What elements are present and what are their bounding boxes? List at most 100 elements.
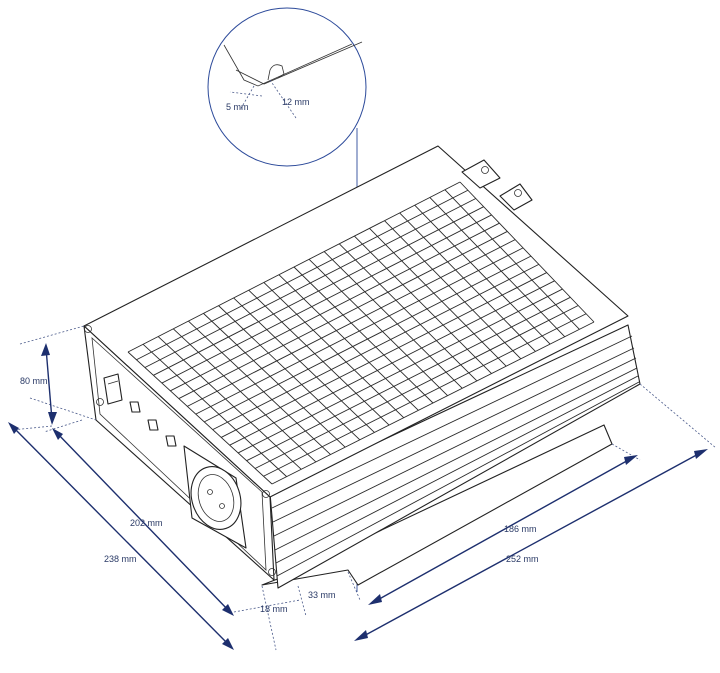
indicator-led-3	[165, 435, 177, 447]
inverter-housing	[83, 145, 641, 589]
mounting-hole-rear	[481, 166, 489, 174]
heatsink-fin	[399, 212, 536, 352]
detail-dim-guides	[229, 79, 297, 119]
heatsink-ridge	[187, 239, 516, 407]
heatsink-ridge	[153, 206, 484, 376]
detail-slot	[267, 64, 285, 81]
heatsink-ridge	[161, 214, 492, 384]
depth-inner-dimension-line	[55, 431, 231, 613]
screw-bottom-right	[268, 568, 276, 576]
indicator-led-2	[147, 419, 159, 431]
side-fins	[271, 335, 640, 577]
length-outer-arrow-start	[354, 630, 368, 641]
ac-outlet-pin-1	[207, 489, 213, 495]
mounting-tab-rear	[461, 159, 501, 189]
heatsink-ridge	[237, 288, 563, 454]
length-inner-arrow-start	[368, 594, 382, 605]
label-length-outer: 252 mm	[506, 554, 539, 564]
heatsink-ridge	[212, 263, 540, 431]
depth-extension-lines	[11, 419, 83, 433]
offset-extension-lines	[233, 571, 361, 651]
heatsink-fins	[127, 181, 595, 485]
magnifier-circle	[207, 7, 367, 167]
heatsink-fin	[157, 336, 302, 470]
heatsink-fin	[293, 266, 434, 404]
screw-top-right	[262, 490, 270, 498]
length-outer-arrow-end	[694, 449, 708, 459]
heatsink-fin	[459, 181, 595, 323]
heatsink-fin	[142, 343, 287, 477]
heatsink-fin	[429, 197, 566, 338]
heatsink-ridge	[254, 305, 579, 469]
heatsink-ridge	[220, 272, 547, 438]
height-extension-lines	[19, 325, 97, 421]
ac-outlet	[183, 445, 247, 549]
label-depth-outer: 238 mm	[104, 554, 137, 564]
label-length-inner: 186 mm	[504, 524, 537, 534]
dimension-length: 186 mm 252 mm	[354, 383, 717, 641]
screw-top-left	[84, 325, 92, 333]
height-arrow-top	[41, 343, 50, 356]
ac-outlet-socket	[190, 466, 242, 530]
label-offset-b: 33 mm	[308, 590, 336, 600]
heatsink-fin	[203, 313, 346, 448]
mounting-hole-front	[514, 189, 522, 197]
label-depth-inner: 202 mm	[130, 518, 163, 528]
ac-outlet-socket-inner	[197, 474, 235, 522]
heatsink-fin	[444, 189, 580, 330]
detail-label-hole-width: 5 mm	[226, 102, 249, 112]
heatsink-fin	[172, 328, 317, 463]
heatsink-ridge	[136, 189, 469, 361]
heatsink-fin	[308, 258, 448, 396]
heatsink-fin	[127, 351, 273, 485]
detail-label-hole-offset: 12 mm	[282, 97, 310, 107]
heatsink-fin	[248, 289, 390, 426]
dimension-offsets: 18 mm 33 mm	[233, 571, 361, 651]
heatsink-ridge	[263, 313, 587, 477]
depth-outer-dimension-line	[11, 425, 231, 647]
dimension-height: 80 mm	[19, 325, 97, 425]
detail-tab-edge	[223, 43, 353, 87]
heatsink-fin	[354, 235, 492, 374]
length-inner-dimension-line	[373, 457, 633, 603]
front-panel-inner-border	[91, 337, 267, 571]
heatsink-ridge	[170, 222, 500, 392]
label-height: 80 mm	[20, 376, 48, 386]
depth-outer-arrow-end	[222, 638, 234, 650]
depth-outer-arrow-start	[8, 422, 19, 434]
heatsink-fin	[384, 220, 522, 360]
heatsink-fin	[233, 297, 375, 433]
detail-tab-lower-edge	[235, 41, 363, 85]
height-dimension-line	[45, 347, 53, 421]
power-switch-rocker	[107, 380, 119, 385]
heatsink-ridge	[127, 181, 461, 353]
length-inner-arrow-end	[624, 455, 638, 465]
screw-bottom-left	[96, 398, 104, 406]
height-arrow-bottom	[48, 412, 57, 425]
length-outer-dimension-line	[359, 451, 703, 639]
heatsink-fin	[369, 228, 507, 367]
heatsink-ridge	[204, 255, 532, 423]
heatsink-ridge	[246, 296, 571, 462]
depth-inner-arrow-start	[52, 428, 63, 440]
heatsink-ridge	[271, 321, 595, 485]
heatsink-ridge	[229, 280, 555, 446]
heatsink-fin	[323, 251, 463, 389]
heatsink-ridge	[144, 198, 476, 368]
indicator-led-1	[129, 401, 141, 413]
dimension-depth: 202 mm 238 mm	[8, 419, 234, 650]
label-offset-a: 18 mm	[260, 604, 288, 614]
heatsink-fin	[218, 305, 361, 441]
heatsink-ridge	[195, 247, 524, 415]
length-extension-lines	[611, 383, 717, 461]
heatsink-fin	[188, 320, 331, 455]
ac-outlet-pin-2	[219, 503, 225, 509]
heatsink-fin	[278, 274, 419, 411]
heatsink-fin	[414, 204, 551, 345]
heatsink-fin	[338, 243, 478, 382]
depth-inner-arrow-end	[222, 604, 234, 616]
mounting-tab-front	[499, 183, 533, 211]
heatsink-fin	[263, 282, 405, 419]
